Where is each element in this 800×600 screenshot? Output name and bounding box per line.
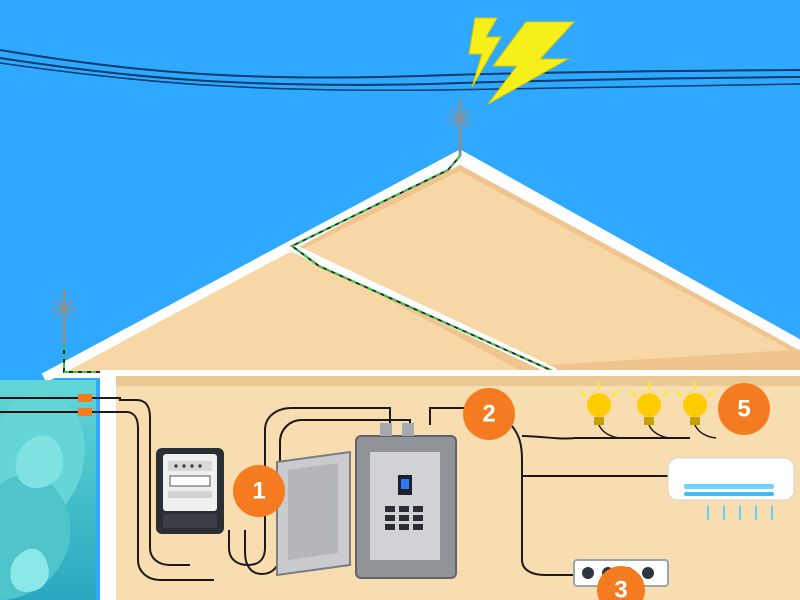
bulb-icon [675, 382, 715, 425]
roof [41, 150, 800, 383]
junction-marker-label: 2 [482, 400, 495, 427]
air-conditioner-icon [667, 457, 795, 520]
breaker-marker: 1 [233, 465, 285, 517]
junction-marker: 2 [463, 388, 515, 440]
lightning-icon [468, 17, 576, 105]
outlet-marker: 3 [597, 566, 645, 600]
lights-marker: 5 [718, 383, 770, 435]
tree-area [0, 380, 96, 600]
bulb-icon [629, 382, 669, 425]
outlet-marker-label: 3 [614, 576, 627, 600]
marker-group: 1 2 3 5 [233, 383, 770, 600]
panel-icon [276, 423, 457, 579]
internal-wiring [92, 397, 717, 581]
breaker-marker-label: 1 [252, 477, 265, 504]
lightning-rod-icon [447, 100, 473, 156]
overhead-power-lines [0, 49, 800, 92]
lightning-rod-icon [51, 290, 77, 345]
lights-marker-label: 5 [737, 395, 750, 422]
bulb-icon [579, 382, 619, 425]
meter-icon [156, 448, 224, 534]
external-service-lines [0, 394, 92, 416]
